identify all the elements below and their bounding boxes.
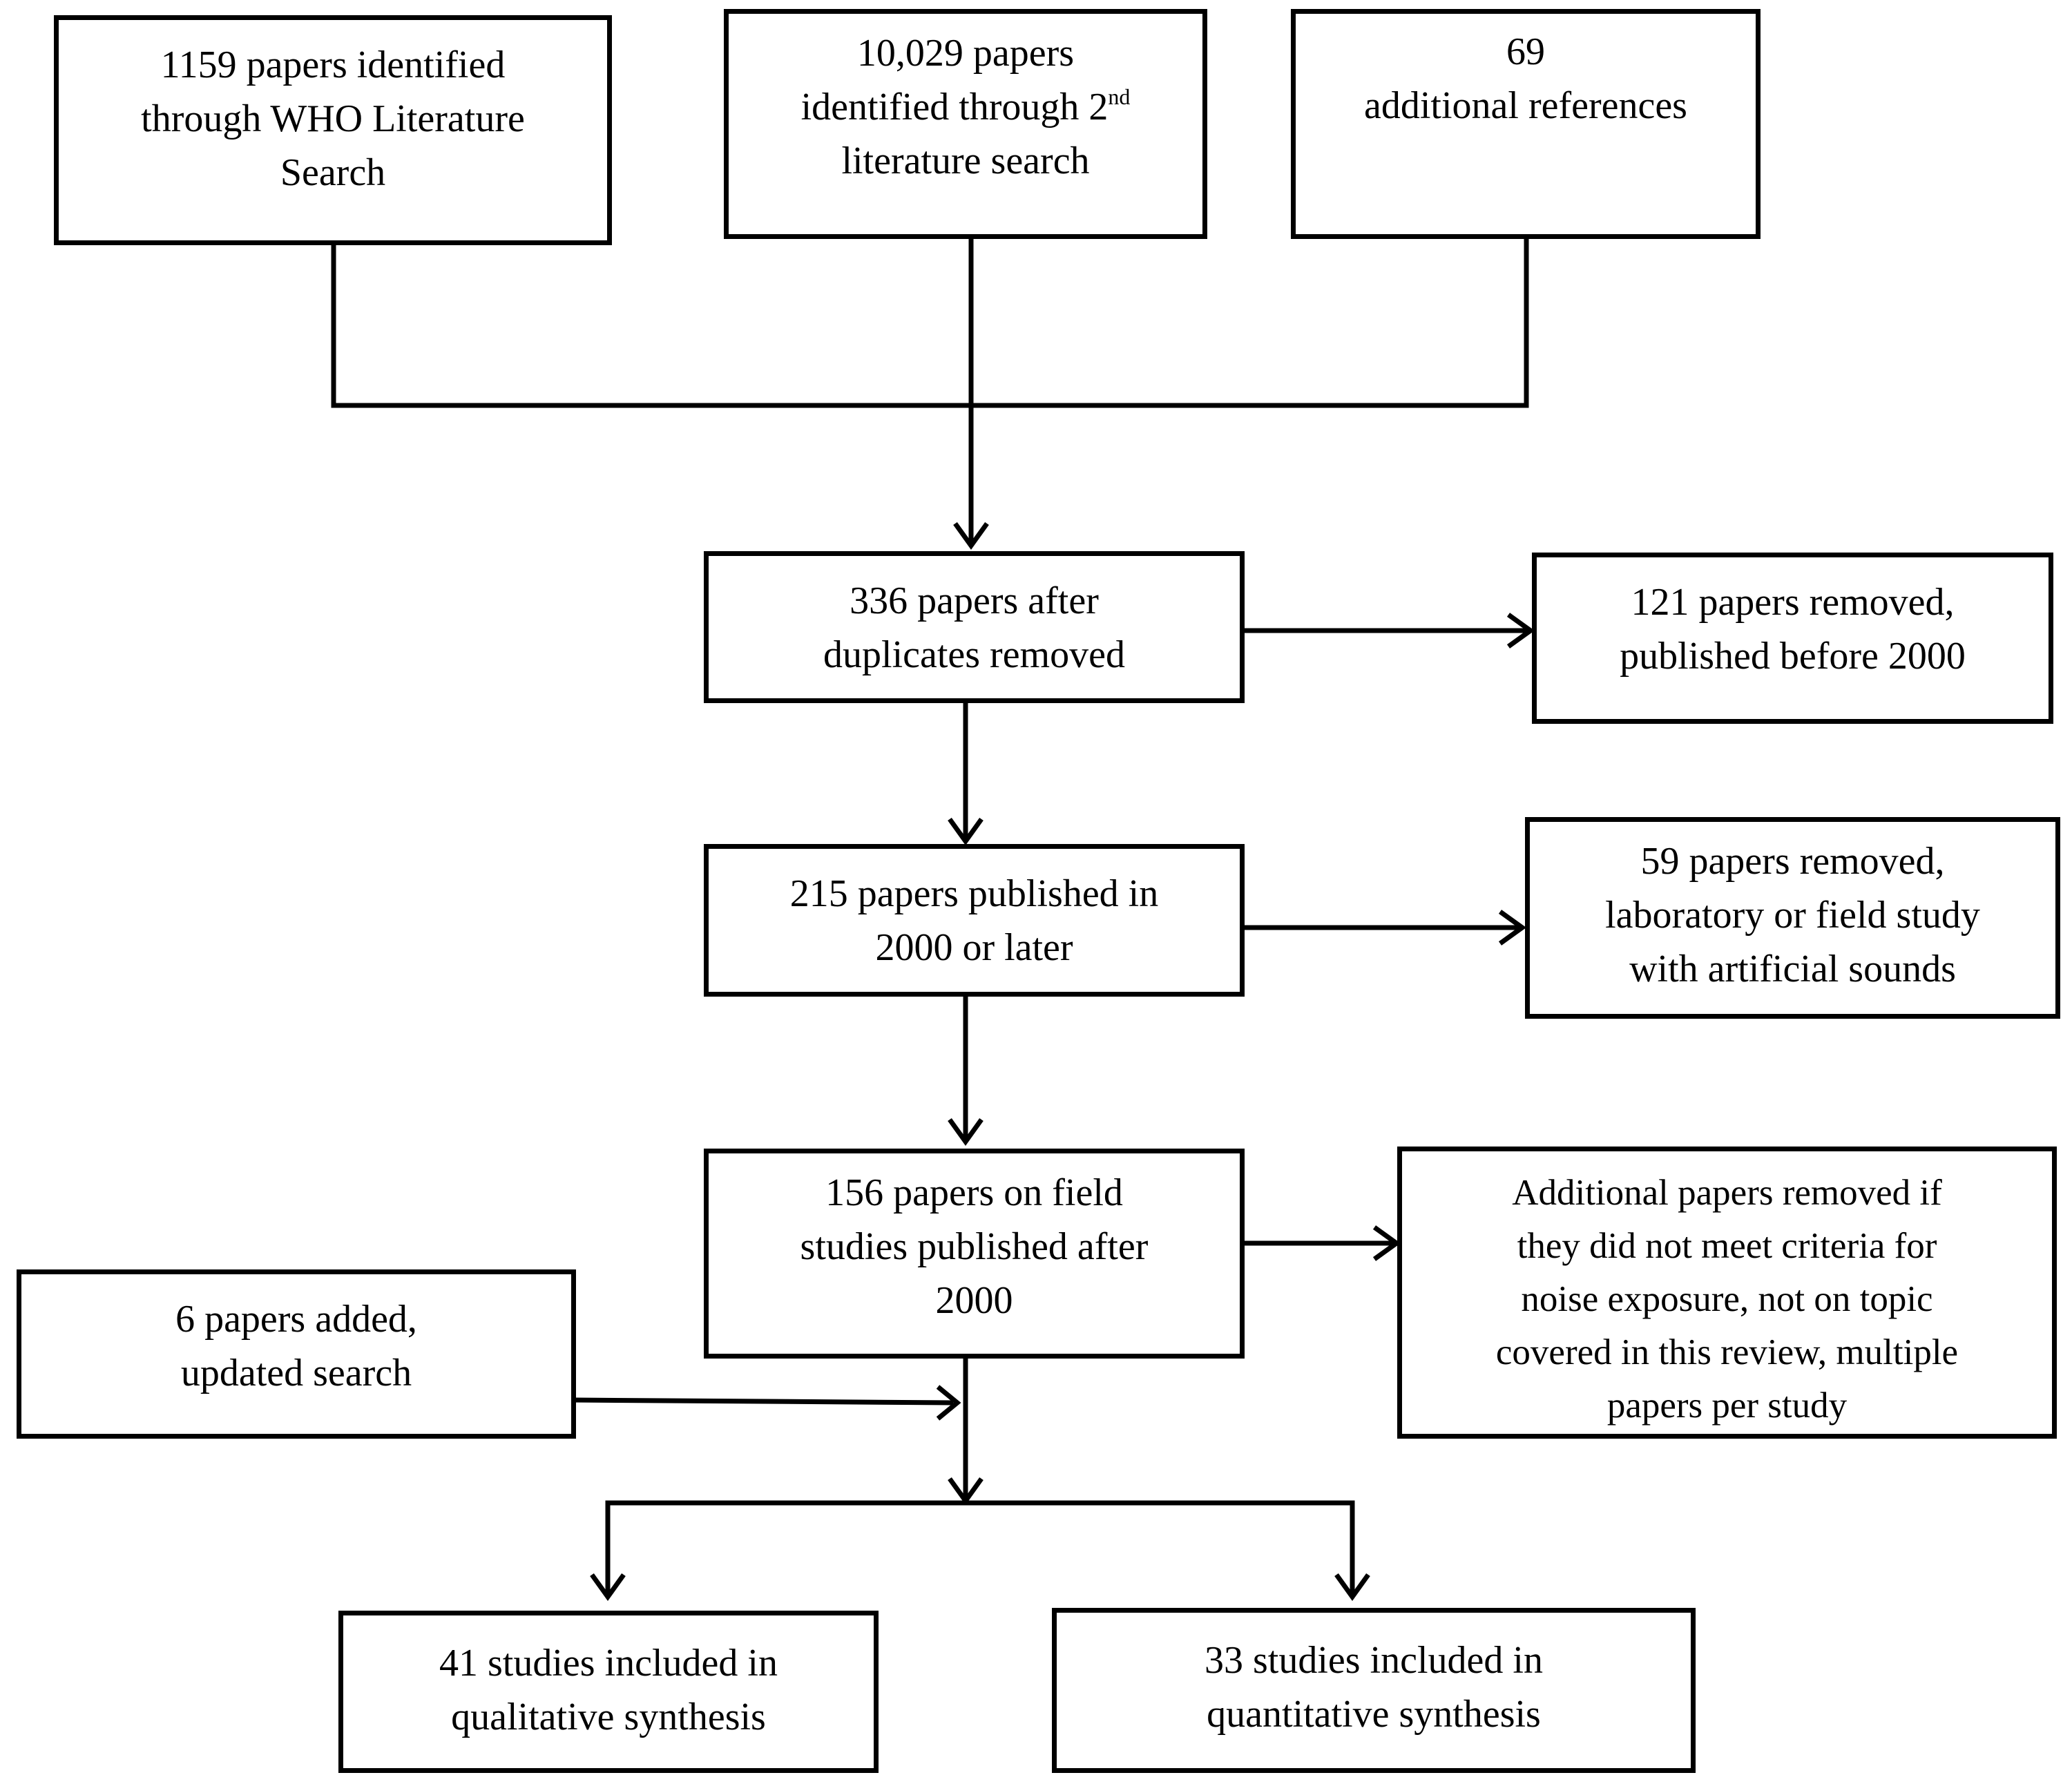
box-papers-added: 6 papers added, updated search — [17, 1269, 576, 1439]
box-line: with artificial sounds — [1629, 948, 1956, 990]
box-line: qualitative synthesis — [451, 1696, 766, 1738]
box-line: 156 papers on field — [825, 1171, 1123, 1214]
box-additional-references: 69 additional references — [1291, 9, 1761, 239]
box-line: 1159 papers identified — [160, 44, 506, 86]
box-line: Additional papers removed if — [1512, 1173, 1942, 1213]
box-removed-before-2000: 121 papers removed, published before 200… — [1532, 553, 2053, 724]
box-line: updated search — [180, 1352, 412, 1394]
box-line: covered in this review, multiple — [1495, 1332, 1959, 1372]
box-line-text: identified through 2 — [800, 86, 1109, 128]
arrowhead-into-additional-removed — [1372, 1225, 1401, 1261]
box-line: quantitative synthesis — [1207, 1693, 1541, 1736]
ordinal-suffix: nd — [1108, 84, 1131, 109]
box-line: duplicates removed — [823, 633, 1125, 676]
box-line: literature search — [841, 140, 1090, 182]
box-who-search: 1159 papers identified through WHO Liter… — [54, 15, 612, 245]
box-line: 121 papers removed, — [1631, 581, 1955, 624]
box-line: additional references — [1364, 84, 1687, 127]
box-line: studies published after — [800, 1225, 1149, 1268]
arrowhead-into-215 — [948, 817, 984, 845]
box-line: Search — [280, 151, 386, 194]
box-line: 215 papers published in — [789, 872, 1159, 915]
split-line — [605, 1500, 1355, 1594]
arrowhead-into-156 — [948, 1118, 984, 1146]
box-line: noise exposure, not on topic — [1521, 1279, 1933, 1319]
arrowhead-into-33 — [1334, 1573, 1370, 1601]
box-line: they did not meet criteria for — [1517, 1226, 1937, 1266]
arrowhead-6-added — [936, 1385, 961, 1421]
box-second-search: 10,029 papers identified through 2nd lit… — [724, 9, 1207, 239]
box-line: 59 papers removed, — [1640, 840, 1945, 883]
box-line: 41 studies included in — [439, 1642, 778, 1685]
arrowhead-into-41 — [590, 1573, 626, 1601]
box-line: identified through 2nd — [742, 80, 1189, 134]
merge-line — [331, 237, 1529, 408]
box-published-2000-later: 215 papers published in 2000 or later — [704, 844, 1245, 997]
box-line: 2000 or later — [875, 926, 1073, 969]
box-qualitative-synthesis: 41 studies included in qualitative synth… — [338, 1611, 879, 1773]
box-line: papers per study — [1606, 1385, 1848, 1426]
box-removed-lab-studies: 59 papers removed, laboratory or field s… — [1525, 817, 2060, 1019]
box-line: 2000 — [935, 1279, 1013, 1322]
box-line: 336 papers after — [850, 579, 1099, 622]
box-field-studies: 156 papers on field studies published af… — [704, 1149, 1245, 1359]
connector-6-added — [571, 1397, 954, 1406]
box-quantitative-synthesis: 33 studies included in quantitative synt… — [1052, 1608, 1696, 1773]
box-additional-removed: Additional papers removed if they did no… — [1397, 1147, 2057, 1439]
box-line: published before 2000 — [1620, 635, 1966, 678]
box-line: 33 studies included in — [1205, 1639, 1543, 1682]
arrowhead-trunk — [948, 1477, 984, 1505]
arrowhead-into-336 — [953, 521, 989, 550]
box-line: 6 papers added, — [175, 1298, 417, 1341]
box-line: laboratory or field study — [1605, 894, 1980, 937]
box-line: 10,029 papers — [856, 32, 1075, 75]
arrowhead-into-121-removed — [1506, 613, 1535, 649]
arrowhead-into-59-removed — [1498, 910, 1526, 946]
box-after-duplicates: 336 papers after duplicates removed — [704, 551, 1245, 703]
box-line: 69 — [1506, 30, 1545, 73]
box-line: through WHO Literature — [141, 97, 525, 140]
